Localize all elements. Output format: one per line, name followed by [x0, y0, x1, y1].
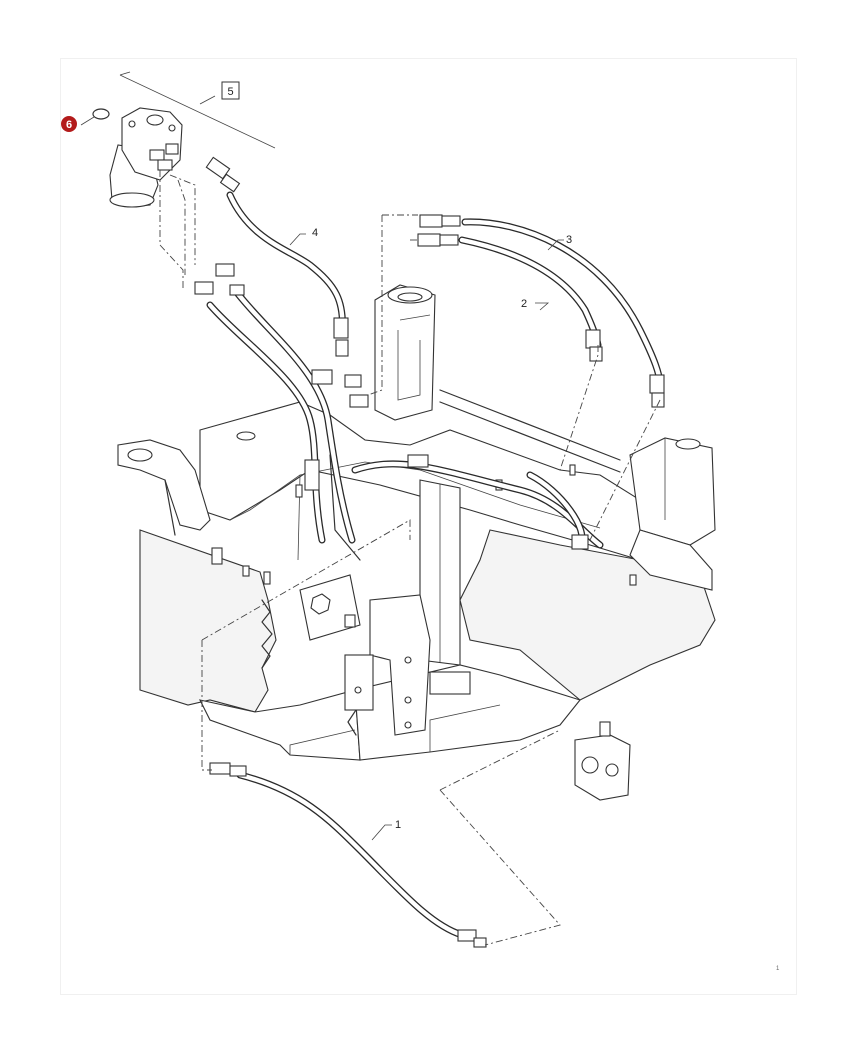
- callout-label-5: 5: [227, 86, 233, 98]
- hose-4: [205, 156, 349, 357]
- internal-hoses: [194, 263, 604, 550]
- steering-control-unit: [109, 107, 183, 208]
- callout-3: 3: [547, 234, 572, 251]
- callout-label-2: 2: [521, 298, 527, 310]
- fitting-detail: [574, 721, 631, 801]
- hose-2: [417, 233, 603, 362]
- o-ring-part: [80, 108, 110, 126]
- callout-2: 2: [521, 298, 550, 311]
- hose-3: [419, 214, 665, 408]
- callout-label-4: 4: [312, 227, 318, 239]
- machine-frame: [117, 389, 716, 761]
- hose-1: [209, 762, 487, 948]
- callout-4: 4: [289, 227, 318, 246]
- callout-1: 1: [371, 819, 401, 841]
- callout-label-6: 6: [66, 119, 72, 131]
- valve-tower: [374, 284, 436, 421]
- callout-label-3: 3: [566, 234, 572, 246]
- callout-5: 5: [119, 71, 276, 149]
- callout-6-highlight: [61, 116, 77, 132]
- callout-6: 6: [61, 116, 77, 132]
- assembly-leaders: [159, 170, 661, 946]
- callout-label-1: 1: [395, 819, 401, 831]
- sheet-mark: 1: [776, 966, 780, 972]
